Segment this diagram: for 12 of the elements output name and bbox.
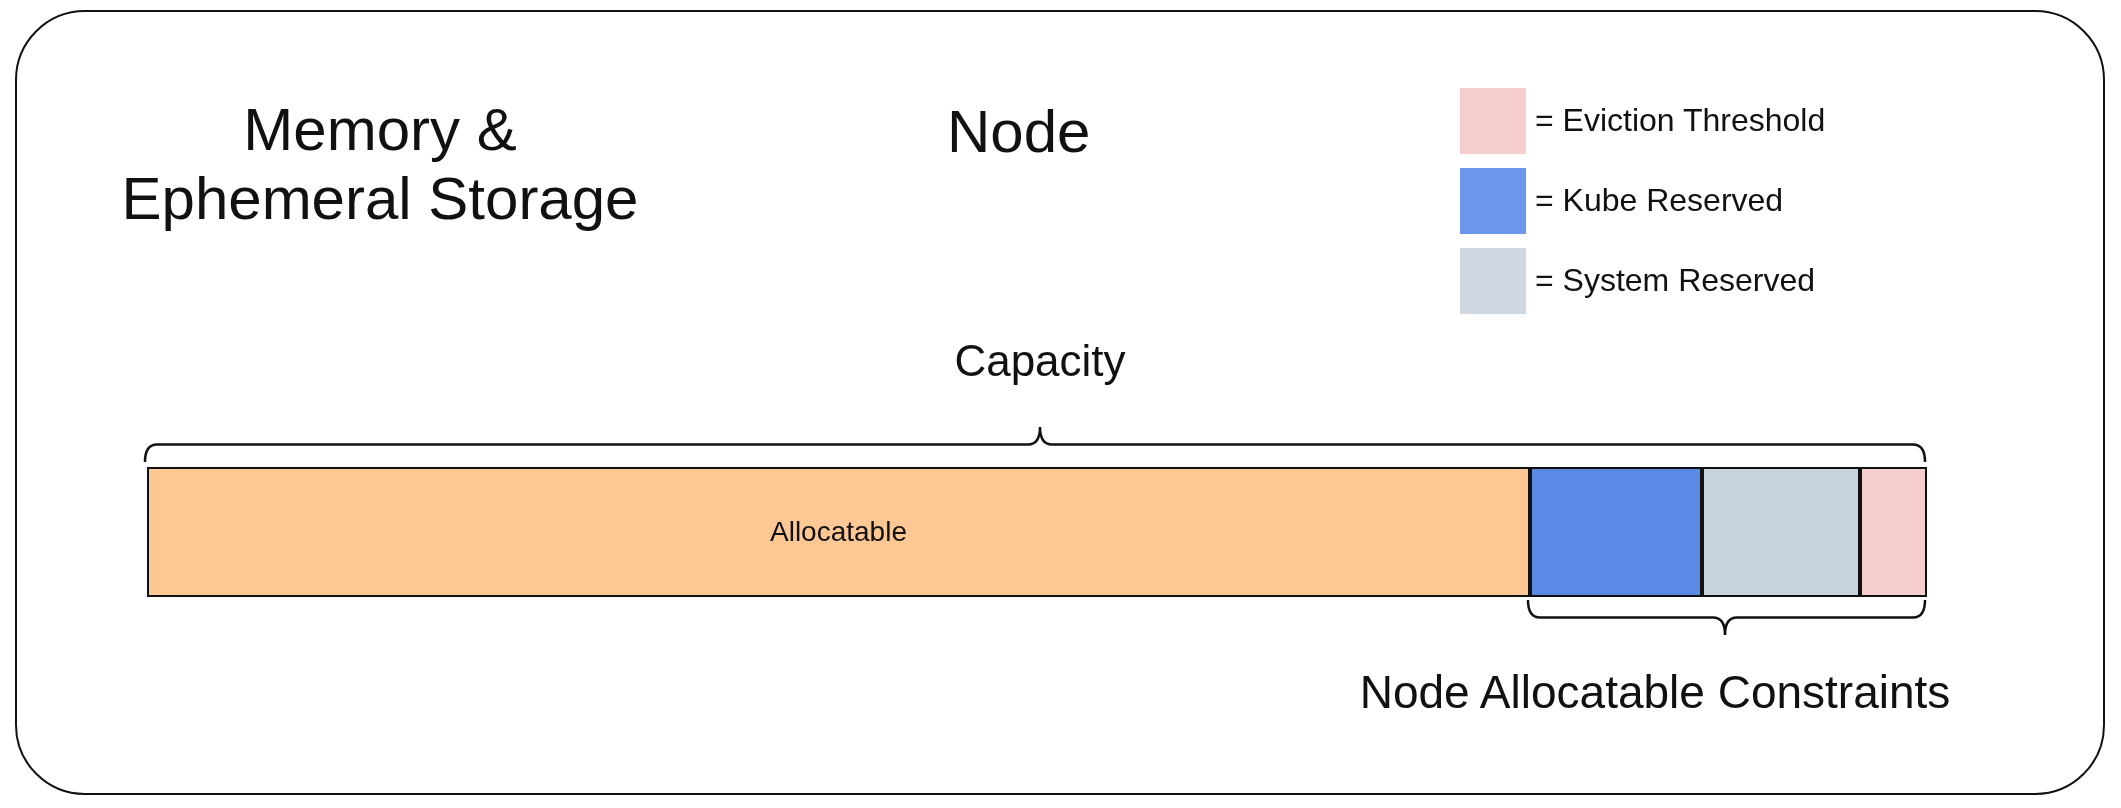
- legend-label: = System Reserved: [1535, 262, 1816, 299]
- allocatable-segment: Allocatable: [147, 467, 1530, 597]
- legend-label: = Kube Reserved: [1535, 182, 1784, 219]
- kube-reserved-segment: [1530, 467, 1702, 597]
- capacity-label: Capacity: [953, 335, 1127, 387]
- node-heading: Node: [947, 97, 1091, 166]
- eviction-threshold-segment: [1860, 467, 1927, 597]
- constraints-label: Node Allocatable Constraints: [1358, 665, 1952, 720]
- node-frame: [15, 10, 2105, 795]
- storage-heading: Memory & Ephemeral Storage: [120, 95, 640, 233]
- legend-label: = Eviction Threshold: [1535, 102, 1826, 139]
- system-reserved-segment: [1702, 467, 1860, 597]
